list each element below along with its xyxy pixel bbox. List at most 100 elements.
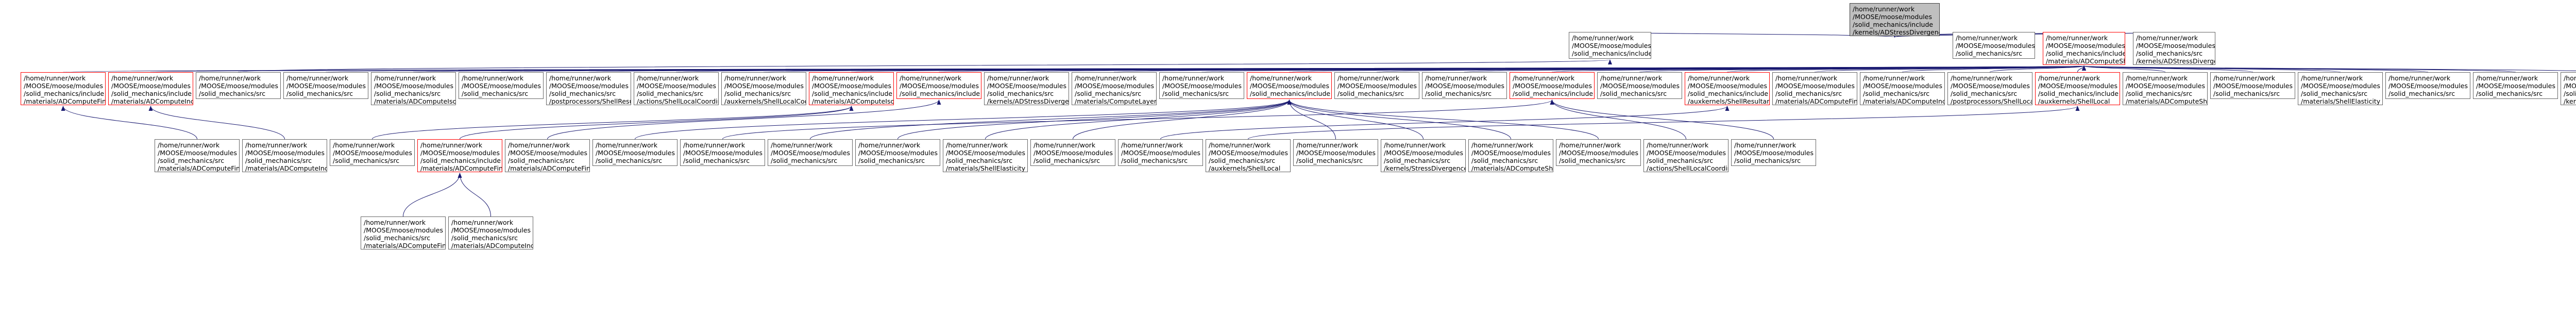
graph-node[interactable]: /home/runner/work/MOOSE/moose/modules/so… — [1556, 139, 1641, 166]
node-label-line: /home/runner/work — [451, 219, 514, 226]
node-label-line: /home/runner/work — [1775, 74, 1838, 82]
graph-node[interactable]: /home/runner/work/MOOSE/moose/modules/so… — [1159, 72, 1244, 99]
graph-node[interactable]: /home/runner/work/MOOSE/moose/modules/so… — [680, 139, 765, 166]
graph-node[interactable]: /home/runner/work/MOOSE/moose/modules/so… — [448, 216, 533, 249]
graph-node[interactable]: /home/runner/work/MOOSE/moose/modules/so… — [196, 72, 281, 99]
graph-node[interactable]: /home/runner/work/MOOSE/moose/modules/so… — [361, 216, 446, 249]
graph-node[interactable]: /home/runner/work/MOOSE/moose/modules/so… — [2473, 72, 2558, 99]
node-label-line: /actions/ShellAction.C — [683, 164, 762, 165]
graph-node[interactable]: /home/runner/work/MOOSE/moose/modules/so… — [546, 72, 631, 105]
graph-node[interactable]: /home/runner/work/MOOSE/moose/modules/so… — [21, 72, 106, 105]
node-label-line: /solid_mechanics/include — [420, 157, 501, 164]
node-label-line: /home/runner/work — [1337, 74, 1400, 82]
graph-node[interactable]: /home/runner/work/MOOSE/moose/modules/so… — [984, 72, 1069, 105]
graph-node[interactable]: /home/runner/work/MOOSE/moose/modules/so… — [1772, 72, 1857, 105]
graph-node[interactable]: /home/runner/work/MOOSE/moose/modules/so… — [459, 72, 544, 99]
node-label-line: /MOOSE/moose/modules — [1572, 42, 1651, 49]
graph-node[interactable]: /home/runner/work/MOOSE/moose/modules/so… — [2385, 72, 2470, 99]
graph-node[interactable]: /home/runner/work/MOOSE/moose/modules/so… — [2133, 32, 2215, 65]
node-label-line: /solid_mechanics/src — [1647, 157, 1714, 164]
node-label-line: /home/runner/work — [1033, 141, 1096, 149]
graph-node[interactable]: /home/runner/work/MOOSE/moose/modules/so… — [1569, 32, 1651, 59]
graph-node[interactable]: /home/runner/work/MOOSE/moose/modules/so… — [2035, 72, 2120, 105]
graph-node[interactable]: /home/runner/work/MOOSE/moose/modules/so… — [108, 72, 193, 105]
node-label-line: /home/runner/work — [858, 141, 921, 149]
node-label-line: /kernels/ADInertialForceShell.h — [1572, 57, 1651, 58]
graph-node[interactable]: /home/runner/work/MOOSE/moose/modules/so… — [1597, 72, 1682, 99]
node-label-line: /MOOSE/moose/modules — [374, 82, 453, 90]
node-label-line: /home/runner/work — [1647, 141, 1709, 149]
node-label-line: /materials/ShellStrainBase.C — [1559, 164, 1640, 165]
graph-node[interactable]: /home/runner/work/MOOSE/moose/modules/so… — [1731, 139, 1816, 166]
graph-node[interactable]: /home/runner/work/MOOSE/moose/modules/so… — [721, 72, 806, 105]
node-label-line: /MOOSE/moose/modules — [724, 82, 804, 90]
graph-node[interactable]: /home/runner/work/MOOSE/moose/modules/so… — [1468, 139, 1553, 172]
node-label-line: /MOOSE/moose/modules — [1559, 149, 1638, 157]
node-label-line: /MOOSE/moose/modules — [812, 82, 891, 90]
node-label-line: /auxkernels/ShellLocal — [1209, 164, 1281, 172]
node-label-line: /solid_mechanics/src — [596, 157, 663, 164]
graph-node[interactable]: /home/runner/work/MOOSE/moose/modules/so… — [1947, 72, 2032, 105]
graph-node[interactable]: /home/runner/work/MOOSE/moose/modules/so… — [1334, 72, 1419, 99]
node-label-line: /materials/ADComputeIncremental — [245, 164, 327, 172]
graph-node[interactable]: /home/runner/work/MOOSE/moose/modules/so… — [855, 139, 940, 166]
node-label-line: /materials/ADComputeIncremental — [1863, 97, 1945, 105]
graph-node[interactable]: /home/runner/work/MOOSE/moose/modules/so… — [1293, 139, 1378, 166]
graph-node[interactable]: /home/runner/work/MOOSE/moose/modules/so… — [283, 72, 368, 99]
node-label-line: /MOOSE/moose/modules — [2126, 82, 2205, 90]
graph-node[interactable]: /home/runner/work/MOOSE/moose/modules/so… — [1685, 72, 1770, 105]
node-label-line: /solid_mechanics/src — [1600, 90, 1667, 97]
node-label-line: /home/runner/work — [549, 74, 612, 82]
dependency-edge — [1550, 99, 1774, 140]
graph-node[interactable]: /home/runner/work/MOOSE/moose/modules/so… — [1118, 139, 1203, 166]
node-label-line: /solid_mechanics/src — [1559, 157, 1626, 164]
graph-node[interactable]: /home/runner/work/MOOSE/moose/modules/so… — [330, 139, 415, 166]
graph-node[interactable]: /home/runner/work/MOOSE/moose/modules/so… — [417, 139, 502, 172]
node-label-line: /home/runner/work — [724, 74, 787, 82]
node-label-line: /solid_mechanics/src — [637, 90, 704, 97]
graph-node[interactable]: /home/runner/work/MOOSE/moose/modules/so… — [1643, 139, 1728, 172]
graph-node[interactable]: /home/runner/work/MOOSE/moose/modules/so… — [896, 72, 981, 99]
graph-node[interactable]: /home/runner/work/MOOSE/moose/modules/so… — [1381, 139, 1466, 172]
graph-node[interactable]: /home/runner/work/MOOSE/moose/modules/so… — [155, 139, 240, 172]
graph-node[interactable]: /home/runner/work/MOOSE/moose/modules/so… — [1510, 72, 1595, 99]
node-label-line: /solid_mechanics/src — [451, 234, 518, 242]
node-label-line: /solid_mechanics/include — [1853, 21, 1934, 28]
node-label-line: /solid_mechanics/src — [2301, 90, 2368, 97]
graph-node[interactable]: /home/runner/work/MOOSE/moose/modules/so… — [634, 72, 719, 105]
graph-node[interactable]: /home/runner/work/MOOSE/moose/modules/so… — [768, 139, 853, 166]
graph-node[interactable]: /home/runner/work/MOOSE/moose/modules/so… — [1072, 72, 1157, 105]
graph-node[interactable]: /home/runner/work/MOOSE/moose/modules/so… — [1953, 32, 2035, 59]
node-label-line: /home/runner/work — [1951, 74, 2013, 82]
dependency-edge — [635, 99, 1292, 140]
graph-node[interactable]: /home/runner/work/MOOSE/moose/modules/so… — [2298, 72, 2383, 105]
graph-node[interactable]: /home/runner/work/MOOSE/moose/modules/so… — [592, 139, 677, 166]
node-label-line: /solid_mechanics/src — [286, 90, 353, 97]
graph-node[interactable]: /home/runner/work/MOOSE/moose/modules/so… — [809, 72, 894, 105]
node-label-line: /materials/ADComputeShellStrain.C — [286, 97, 368, 98]
graph-node[interactable]: /home/runner/work/MOOSE/moose/modules/so… — [371, 72, 456, 105]
graph-node[interactable]: /home/runner/work/MOOSE/moose/modules/so… — [242, 139, 327, 172]
graph-node[interactable]: /home/runner/work/MOOSE/moose/modules/so… — [2043, 32, 2125, 65]
graph-node[interactable]: /home/runner/work/MOOSE/moose/modules/so… — [2210, 72, 2295, 99]
node-label-line: /solid_mechanics/src — [1121, 157, 1188, 164]
node-label-line: /materials/ADComputeFinite — [24, 97, 106, 105]
node-label-line: /solid_mechanics/src — [374, 90, 441, 97]
node-label-line: /home/runner/work — [1688, 74, 1750, 82]
graph-node[interactable]: /home/runner/work/MOOSE/moose/modules/so… — [1860, 72, 1945, 105]
graph-node[interactable]: /home/runner/work/MOOSE/moose/modules/so… — [1030, 139, 1115, 166]
node-label-line: /MOOSE/moose/modules — [1033, 149, 1113, 157]
node-label-line: /solid_mechanics/src — [199, 90, 266, 97]
graph-node[interactable]: /home/runner/work/MOOSE/moose/modules/so… — [2123, 72, 2208, 105]
node-label-line: /materials/ADComputeFinite — [508, 164, 590, 172]
graph-node[interactable]: /home/runner/work/MOOSE/moose/modules/so… — [1247, 72, 1332, 99]
graph-node[interactable]: /home/runner/work/MOOSE/moose/modules/so… — [2561, 72, 2576, 105]
graph-node[interactable]: /home/runner/work/MOOSE/moose/modules/so… — [505, 139, 590, 172]
node-label-line: /postprocessors/ShellResultant — [549, 97, 631, 105]
graph-node[interactable]: /home/runner/work/MOOSE/moose/modules/so… — [1422, 72, 1507, 99]
graph-node[interactable]: /home/runner/work/MOOSE/moose/modules/so… — [943, 139, 1028, 172]
node-label-line: /solid_mechanics/include — [111, 90, 192, 97]
graph-node[interactable]: /home/runner/work/MOOSE/moose/modules/so… — [1206, 139, 1291, 172]
node-label-line: /materials/ADComputeIncremental — [111, 97, 193, 105]
node-label-line: /home/runner/work — [2136, 34, 2198, 42]
